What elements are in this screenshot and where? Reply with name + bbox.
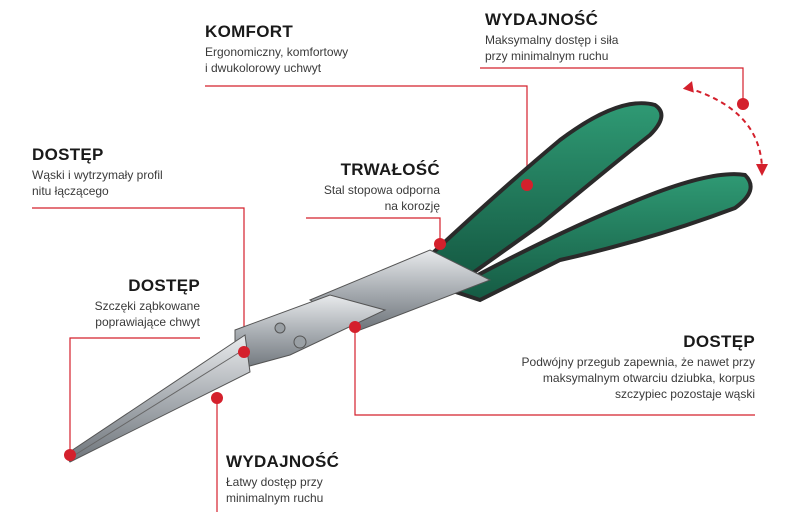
marker-dot-dostep-left <box>238 346 250 358</box>
callout-dostep-left: DOSTĘP Wąski i wytrzymały profil nitu łą… <box>32 145 163 199</box>
marker-dot-dostep-right <box>349 321 361 333</box>
joint-body <box>234 294 387 371</box>
pliers-body <box>64 101 753 463</box>
callout-line: Łatwy dostęp przy <box>226 475 323 489</box>
callout-title: WYDAJNOŚĆ <box>226 452 340 471</box>
callout-line: minimalnym ruchu <box>226 491 324 505</box>
leader-wydajnosc-top <box>480 67 744 104</box>
callout-trwalosc: TRWAŁOŚĆ Stal stopowa odporna na korozję <box>300 160 440 214</box>
leader-dostep-right <box>354 327 755 416</box>
callout-title: KOMFORT <box>205 22 294 41</box>
callout-line: poprawiające chwyt <box>95 315 200 329</box>
callout-title: DOSTĘP <box>128 276 200 295</box>
callout-title: TRWAŁOŚĆ <box>340 160 440 179</box>
callout-dostep-right: DOSTĘP Podwójny przegub zapewnia, że naw… <box>470 332 755 402</box>
callout-line: nitu łączącego <box>32 184 109 198</box>
callout-line: Stal stopowa odporna <box>323 183 440 197</box>
callout-line: na korozję <box>384 199 440 213</box>
callout-line: Szczęki ząbkowane <box>94 299 200 313</box>
rivet-2 <box>274 322 286 334</box>
marker-dot-komfort <box>521 179 533 191</box>
callout-komfort: KOMFORT Ergonomiczny, komfortowy i dwuko… <box>205 22 348 76</box>
callout-title: DOSTĘP <box>32 145 104 164</box>
callout-line: Wąski i wytrzymały profil <box>32 168 163 182</box>
motion-arrow-icon <box>682 81 768 176</box>
leader-dostep-left <box>32 207 245 352</box>
marker-dot-wydajnosc-top <box>737 98 749 110</box>
callout-dostep-jaws: DOSTĘP Szczęki ząbkowane poprawiające ch… <box>65 276 200 330</box>
rivet-1 <box>293 335 307 349</box>
marker-dot-trwalosc <box>434 238 446 250</box>
leader-komfort <box>205 85 528 185</box>
callout-line: szczypiec pozostaje wąski <box>614 387 755 401</box>
callout-line: i dwukolorowy uchwyt <box>205 61 322 75</box>
leader-lines <box>32 67 755 512</box>
marker-dots <box>64 98 749 461</box>
leader-trwalosc <box>306 217 441 244</box>
callout-line: Podwójny przegub zapewnia, że nawet przy <box>521 355 755 369</box>
callout-wydajnosc-top: WYDAJNOŚĆ Maksymalny dostęp i siła przy … <box>485 10 618 64</box>
callout-line: Maksymalny dostęp i siła <box>485 33 619 47</box>
callout-title: WYDAJNOŚĆ <box>485 10 599 29</box>
long-nose <box>64 334 251 463</box>
callout-wydajnosc-bottom: WYDAJNOŚĆ Łatwy dostęp przy minimalnym r… <box>226 452 339 506</box>
marker-dot-wydajnosc-bottom <box>211 392 223 404</box>
callout-line: Ergonomiczny, komfortowy <box>205 45 349 59</box>
lower-handle <box>445 172 753 303</box>
callout-line: przy minimalnym ruchu <box>485 49 609 63</box>
callout-line: maksymalnym otwarciu dziubka, korpus <box>542 371 755 385</box>
marker-dot-dostep-jaws <box>64 449 76 461</box>
leader-dostep-jaws-line <box>69 337 200 452</box>
callout-title: DOSTĘP <box>683 332 755 351</box>
upper-handle <box>415 101 664 278</box>
